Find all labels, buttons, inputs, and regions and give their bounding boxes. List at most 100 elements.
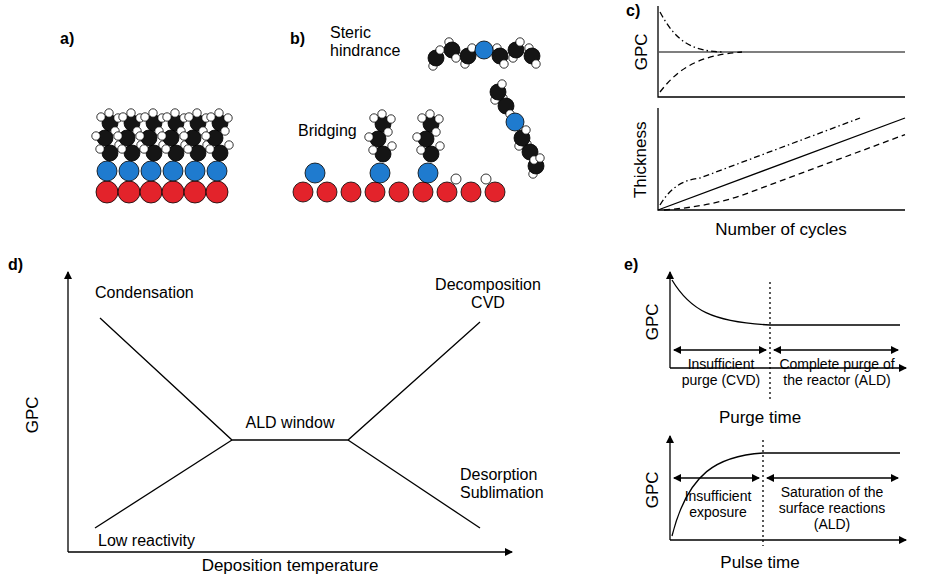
region-label: Insufficient exposure <box>674 488 762 520</box>
panel-letter: a) <box>60 30 74 48</box>
substrate-atom <box>341 182 361 202</box>
hydrogen-atom <box>387 115 395 123</box>
regime-label: ALD window <box>246 414 335 432</box>
substrate-atom <box>365 182 385 202</box>
hydrogen-atom <box>136 132 144 140</box>
annotation-label: Bridging <box>298 122 357 140</box>
hydrogen-atom <box>140 145 148 153</box>
panel-letter: d) <box>8 256 23 274</box>
substrate-atom <box>317 182 337 202</box>
thickness-cycles-plot <box>664 135 905 210</box>
substrate-atom <box>485 182 505 202</box>
ald-window-plot <box>95 440 232 528</box>
region-label: Saturation of the surface reactions (ALD… <box>767 484 897 532</box>
hydrogen-atom <box>118 145 126 153</box>
axis-label: Number of cycles <box>715 220 846 240</box>
gpc-cycles-plot <box>658 6 905 97</box>
hydrogen-atom <box>365 133 373 141</box>
substrate-atom <box>437 182 457 202</box>
hydroxyl-atom <box>451 174 461 184</box>
substrate-atom <box>96 181 118 203</box>
ald-window-plot <box>68 272 512 552</box>
substrate-atom <box>118 181 140 203</box>
substrate-atom <box>461 182 481 202</box>
metal-atom <box>418 163 438 183</box>
axis-label: GPC <box>642 304 662 341</box>
axis-label: GPC <box>631 34 651 71</box>
hydrogen-atom <box>388 142 396 150</box>
metal-atom <box>97 161 117 181</box>
ald-window-plot <box>348 440 480 528</box>
hydrogen-atom <box>163 113 171 121</box>
annotation-label: Steric hindrance <box>330 24 418 61</box>
purge-time-plot <box>769 282 770 400</box>
hydrogen-atom <box>215 109 223 117</box>
regime-label: Decomposition CVD <box>429 276 547 313</box>
axis-label: Pulse time <box>720 553 799 573</box>
hydrogen-atom <box>516 38 524 46</box>
metal-atom <box>163 161 183 181</box>
substrate-atom <box>206 181 228 203</box>
substrate-atom <box>184 181 206 203</box>
axis-label: Purge time <box>719 408 801 428</box>
axis-label: Deposition temperature <box>202 556 379 576</box>
hydrogen-atom <box>193 109 201 117</box>
hydrogen-atom <box>369 146 377 154</box>
hydroxyl-atom <box>481 174 491 184</box>
hydrogen-atom <box>536 154 544 162</box>
hydrogen-atom <box>452 54 460 62</box>
ald-window-plot <box>100 318 480 440</box>
panel-letter: b) <box>290 30 305 48</box>
hydrogen-atom <box>96 145 104 153</box>
axis-label: Thickness <box>631 122 651 199</box>
thickness-cycles-plot <box>658 108 905 210</box>
substrate-atom <box>293 182 313 202</box>
metal-atom <box>141 161 161 181</box>
hydrogen-atom <box>532 60 540 68</box>
metal-atom <box>370 163 390 183</box>
pulse-time-plot <box>670 539 906 540</box>
hydrogen-atom <box>105 109 113 117</box>
thickness-cycles-plot <box>660 118 860 205</box>
purge-time-plot <box>674 349 766 350</box>
purge-time-plot <box>670 272 906 400</box>
substrate-atom <box>162 181 184 203</box>
axis-label: GPC <box>22 397 42 434</box>
metal-atom <box>475 41 493 59</box>
pulse-time-plot <box>672 453 900 536</box>
purge-time-plot <box>774 349 898 350</box>
hydrogen-atom <box>413 133 421 141</box>
pulse-time-plot <box>669 436 670 540</box>
hydrogen-atom <box>92 132 100 140</box>
hydrogen-atom <box>184 145 192 153</box>
metal-atom <box>207 161 227 181</box>
hydrogen-atom <box>436 46 444 54</box>
pulse-time-plot <box>762 440 763 546</box>
hydrogen-atom <box>114 132 122 140</box>
substrate-atom <box>140 181 162 203</box>
hydrogen-atom <box>202 132 210 140</box>
hydrogen-atom <box>180 132 188 140</box>
substrate-atom <box>413 182 433 202</box>
hydrogen-atom <box>127 109 135 117</box>
pulse-time-plot <box>767 477 898 478</box>
hydrogen-atom <box>185 113 193 121</box>
hydrogen-atom <box>370 114 378 122</box>
hydrogen-atom <box>384 128 392 136</box>
metal-atom <box>119 161 139 181</box>
hydrogen-atom <box>97 113 105 121</box>
metal-atom <box>506 113 524 131</box>
panel-letter: e) <box>624 256 638 274</box>
regime-label: Condensation <box>95 284 194 302</box>
hindrance-illustration <box>293 38 544 202</box>
hydrogen-atom <box>171 109 179 117</box>
hydrogen-atom <box>435 115 443 123</box>
region-label: Complete purge of the reactor (ALD) <box>773 356 901 388</box>
ald-window-plot <box>68 551 512 552</box>
hydrogen-atom <box>500 60 508 68</box>
panel-letter: c) <box>626 2 640 20</box>
hydrogen-atom <box>149 109 157 117</box>
gpc-cycles-plot <box>658 6 905 97</box>
substrate-atom <box>389 182 409 202</box>
